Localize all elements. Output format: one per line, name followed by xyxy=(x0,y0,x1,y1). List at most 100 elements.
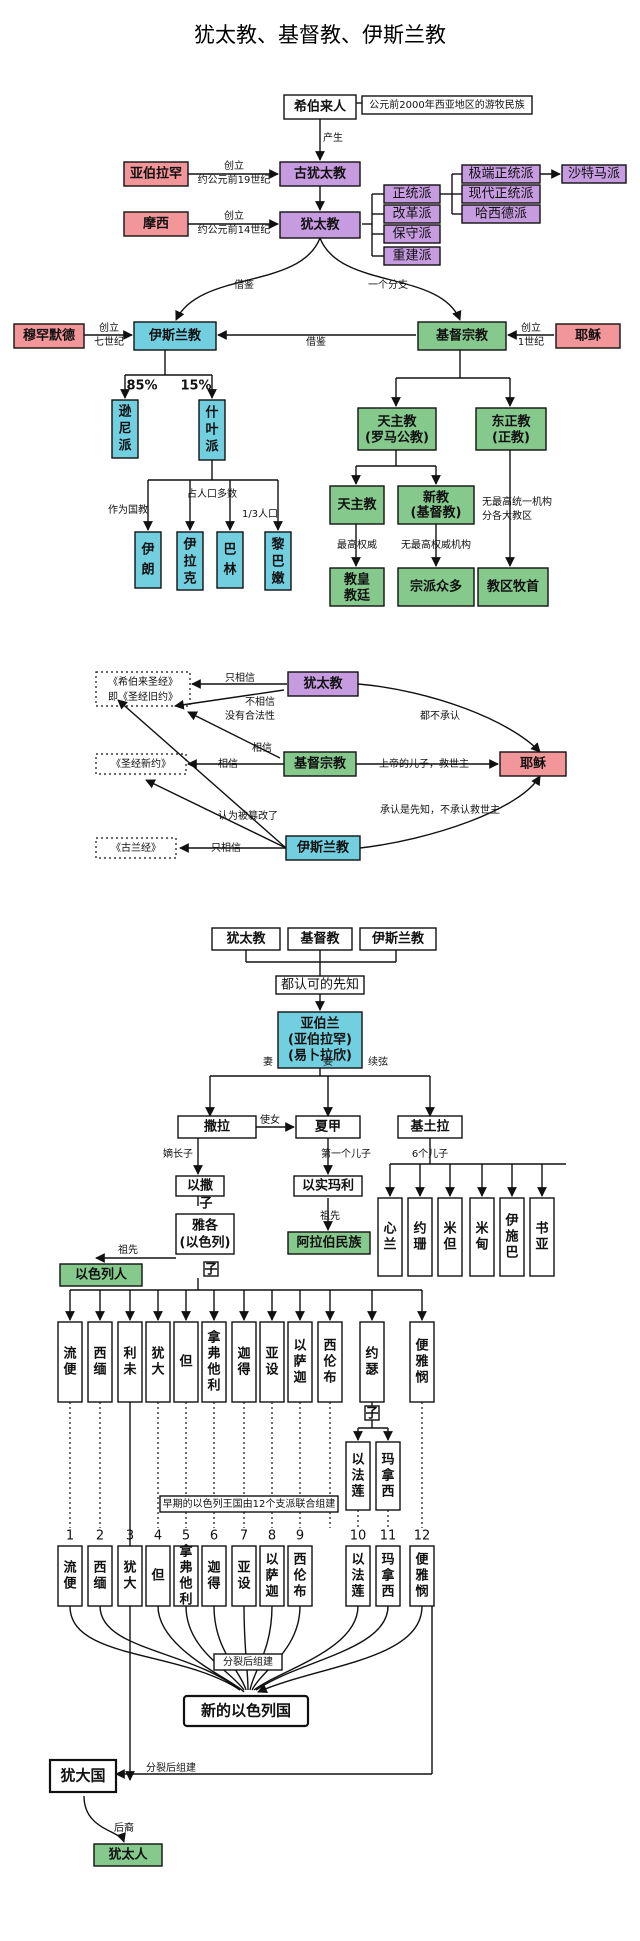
keturah-son-char: 亚 xyxy=(535,1238,548,1253)
jacob-son-char: 利 xyxy=(207,1378,220,1394)
node-jesus: 耶稣 xyxy=(555,323,621,349)
jacob-son: 迦得 xyxy=(231,1321,257,1403)
node-satmar: 沙特马派 xyxy=(561,164,627,184)
node-tribes-note: 早期的以色列王国由12个支派联合组建 xyxy=(159,1495,339,1513)
joseph-son-char: 拿 xyxy=(380,1468,395,1484)
node-iran: 伊 朗 xyxy=(134,531,162,589)
svg-text:撒拉: 撒拉 xyxy=(204,1119,230,1135)
svg-text:犹太教: 犹太教 xyxy=(300,217,340,233)
jacob-son-char: 但 xyxy=(178,1354,192,1370)
svg-text:极端正统派: 极端正统派 xyxy=(468,167,533,182)
tribe-char: 西 xyxy=(381,1585,394,1600)
tribe-char: 伦 xyxy=(293,1568,307,1584)
node-hebrew-bible: 《希伯来圣经》 即《圣经旧约》 xyxy=(95,671,191,707)
svg-text:亚伯拉罕: 亚伯拉罕 xyxy=(130,166,182,182)
tribe-char: 亚 xyxy=(237,1561,250,1576)
node-judaism-3: 犹太教 xyxy=(211,927,281,951)
tribe-number: 6 xyxy=(210,1529,218,1544)
svg-text:公元前2000年西亚地区的游牧民族: 公元前2000年西亚地区的游牧民族 xyxy=(369,98,524,111)
tribe-char: 以 xyxy=(351,1553,364,1568)
svg-text:犹太教: 犹太教 xyxy=(226,931,266,947)
section1-connectors xyxy=(84,102,561,567)
joseph-son-char: 法 xyxy=(351,1468,364,1484)
svg-text:《希伯来圣经》: 《希伯来圣经》 xyxy=(108,675,178,688)
jacob-son-char: 便 xyxy=(415,1338,429,1354)
tribe-number: 8 xyxy=(268,1529,276,1544)
jacob-son-char: 以 xyxy=(293,1339,306,1354)
edge-jesus-founded: 创立 xyxy=(521,321,541,334)
tribe-number: 1 xyxy=(66,1529,74,1544)
tribe-char: 莲 xyxy=(351,1584,364,1600)
label-son-2: 子 xyxy=(204,1263,217,1278)
jacob-son-char: 便 xyxy=(63,1362,77,1378)
svg-text:派: 派 xyxy=(205,440,219,455)
node-ishmael: 以实玛利 xyxy=(293,1175,363,1197)
jacob-son-char: 得 xyxy=(236,1362,250,1378)
tribe: 以萨迦 xyxy=(259,1545,285,1607)
label-no-unified-2: 分各大教区 xyxy=(482,509,532,522)
jacob-son-char: 缅 xyxy=(93,1362,106,1378)
jacob-son-char: 犹 xyxy=(151,1346,164,1362)
label-borrow-1: 借鉴 xyxy=(234,278,254,291)
joseph-son-char: 西 xyxy=(381,1485,394,1500)
svg-text:教皇: 教皇 xyxy=(343,572,370,588)
svg-text:耶稣: 耶稣 xyxy=(575,328,601,344)
node-denominations: 宗派众多 xyxy=(397,567,475,607)
node-jacob: 雅各 (以色列) xyxy=(175,1213,235,1255)
svg-text:即《圣经旧约》: 即《圣经旧约》 xyxy=(108,690,178,703)
jacob-son-char: 伦 xyxy=(323,1354,337,1370)
tribe-char: 流 xyxy=(63,1560,76,1576)
label-only-believe-1: 只相信 xyxy=(225,671,255,684)
jacob-son: 亚设 xyxy=(259,1321,285,1403)
tribe: 亚设 xyxy=(231,1545,257,1607)
jacob-son: 以萨迦 xyxy=(287,1321,313,1403)
tribe-char: 悯 xyxy=(415,1584,428,1600)
jacob-son-char: 布 xyxy=(323,1370,336,1386)
label-only-believe-2: 只相信 xyxy=(211,841,241,854)
node-keturah: 基土拉 xyxy=(397,1115,463,1139)
keturah-son-char: 施 xyxy=(505,1229,518,1245)
jacob-son-char: 大 xyxy=(151,1362,164,1378)
svg-text:以色列人: 以色列人 xyxy=(75,1267,128,1283)
tribe-number: 10 xyxy=(350,1529,367,1544)
svg-text:保守派: 保守派 xyxy=(392,227,431,242)
keturah-son-char: 米 xyxy=(443,1221,457,1237)
svg-text:伊斯兰教: 伊斯兰教 xyxy=(296,840,350,856)
label-eldest: 嫡长子 xyxy=(163,1147,193,1160)
keturah-son-char: 心 xyxy=(383,1222,396,1237)
node-abraham: 亚伯拉罕 xyxy=(123,161,189,187)
joseph-son-char: 玛 xyxy=(381,1453,394,1468)
joseph-son: 玛拿西 xyxy=(375,1441,401,1511)
node-common-prophet: 都认可的先知 xyxy=(275,975,365,995)
node-ancient-judaism: 古犹太教 xyxy=(279,161,361,187)
node-lebanon: 黎 巴 嫩 xyxy=(264,531,292,591)
svg-text:黎: 黎 xyxy=(271,537,284,553)
section2-connectors xyxy=(117,679,541,853)
keturah-son: 米但 xyxy=(437,1197,463,1277)
label-not-believe-1: 不相信 xyxy=(245,695,275,708)
keturah-son-char: 甸 xyxy=(474,1237,488,1253)
svg-text:宗派众多: 宗派众多 xyxy=(410,579,462,595)
svg-text:古犹太教: 古犹太教 xyxy=(294,166,347,182)
node-bishops: 教区牧首 xyxy=(477,567,549,607)
edge-abraham-date: 约公元前19世纪 xyxy=(198,173,271,186)
label-no-unified-1: 无最高统一机构 xyxy=(482,495,552,508)
jacob-son: 犹大 xyxy=(145,1321,171,1403)
jacob-son-char: 雅 xyxy=(415,1354,428,1370)
tribe-char: 西 xyxy=(293,1553,306,1568)
svg-text:什: 什 xyxy=(205,405,218,421)
svg-text:亚伯兰: 亚伯兰 xyxy=(300,1016,339,1032)
svg-text:新的以色列国: 新的以色列国 xyxy=(201,1702,291,1720)
label-state-religion: 作为国教 xyxy=(108,503,148,516)
tribe-char: 法 xyxy=(351,1568,364,1584)
jacob-son-char: 流 xyxy=(63,1346,76,1362)
svg-text:朗: 朗 xyxy=(141,562,154,578)
edge-moses-date: 约公元前14世纪 xyxy=(198,223,271,236)
tribe-number: 7 xyxy=(240,1529,248,1544)
svg-text:以实玛利: 以实玛利 xyxy=(302,1178,354,1194)
label-borrow-2: 借鉴 xyxy=(306,335,326,348)
node-catholic: 天主教 xyxy=(329,485,385,525)
